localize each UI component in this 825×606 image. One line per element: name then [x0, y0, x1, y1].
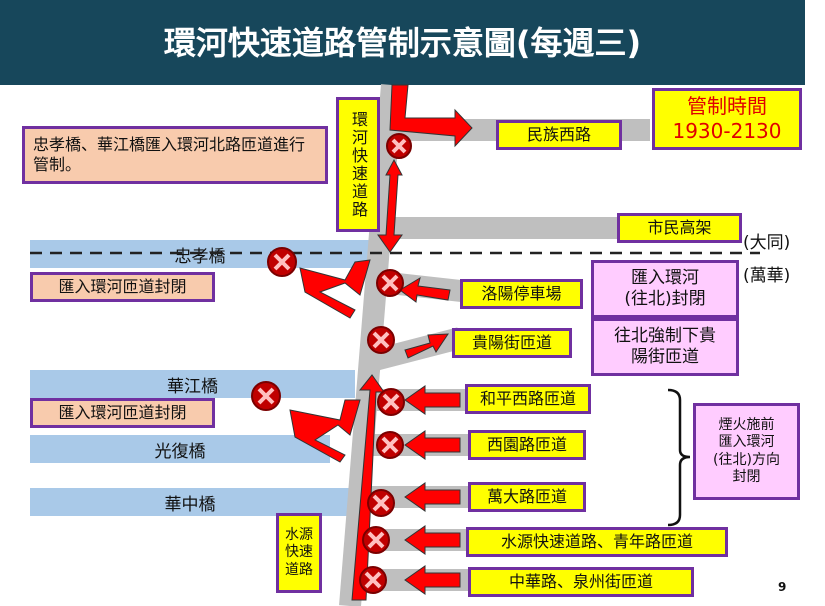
- shuiyuan-label: 水源快速道路: [276, 513, 322, 593]
- page-title: 環河快速道路管制示意圖(每週三): [163, 24, 642, 62]
- bridge-label: 光復橋: [154, 441, 206, 462]
- road-label-zhonghua: 中華路、泉州街匝道: [468, 567, 694, 597]
- bridge-huazhong: 華中橋: [30, 488, 350, 516]
- note-luoyang-closed: 匯入環河 (往北)封閉: [591, 260, 739, 318]
- road-label-wanda: 萬大路匝道: [468, 482, 586, 512]
- bridge-label: 華中橋: [164, 494, 216, 515]
- road-label-shuiyuan-qingnian: 水源快速道路、青年路匝道: [466, 527, 728, 557]
- note-fireworks: 煙火施前 匯入環河 (往北)方向 封閉: [693, 403, 800, 500]
- road-label-luoyang: 洛陽停車場: [460, 279, 583, 309]
- arrow-zhongxiao-merge: [299, 259, 371, 319]
- info-note: 忠孝橋、華江橋匯入環河北路匝道進行管制。: [22, 126, 328, 184]
- bridge-huajiang: 華江橋: [30, 370, 355, 398]
- bridge-label: 忠孝橋: [174, 246, 226, 267]
- district-north: (大同): [743, 233, 791, 253]
- control-time-value: 1930-2130: [672, 119, 782, 143]
- arrow-huajiang-merge: [289, 399, 361, 463]
- road-label-minzu: 民族西路: [496, 120, 622, 150]
- closed-icons: [251, 133, 412, 594]
- bridge-label: 華江橋: [167, 376, 218, 397]
- ramp-closed-note-2: 匯入環河匝道封閉: [30, 398, 215, 428]
- road-label-heping: 和平西路匝道: [465, 384, 591, 414]
- control-time-label: 管制時間: [687, 94, 767, 118]
- header-band: [0, 0, 805, 85]
- arrow-minzu: [389, 84, 473, 148]
- note-guiyang-exit: 往北強制下貴 陽街匝道: [591, 318, 739, 376]
- arrows: [289, 84, 473, 601]
- page-number: 9: [778, 580, 787, 594]
- road-label-shimin: 市民高架: [617, 213, 742, 243]
- road-label-guiyang: 貴陽街匝道: [452, 328, 572, 358]
- arrow-north-main: [351, 374, 385, 601]
- expressway-label: 環河快速道路: [336, 97, 380, 232]
- road-label-xiyuan: 西園路匝道: [468, 430, 586, 460]
- arrow-bidirectional: [377, 158, 403, 253]
- arrows-left: [404, 385, 461, 595]
- bridge-guangfu: 光復橋: [30, 435, 330, 463]
- district-south: (萬華): [743, 266, 791, 286]
- bracket: [667, 388, 691, 527]
- control-time-box: 管制時間 1930-2130: [652, 88, 802, 150]
- ramp-closed-note-1: 匯入環河匝道封閉: [30, 272, 215, 302]
